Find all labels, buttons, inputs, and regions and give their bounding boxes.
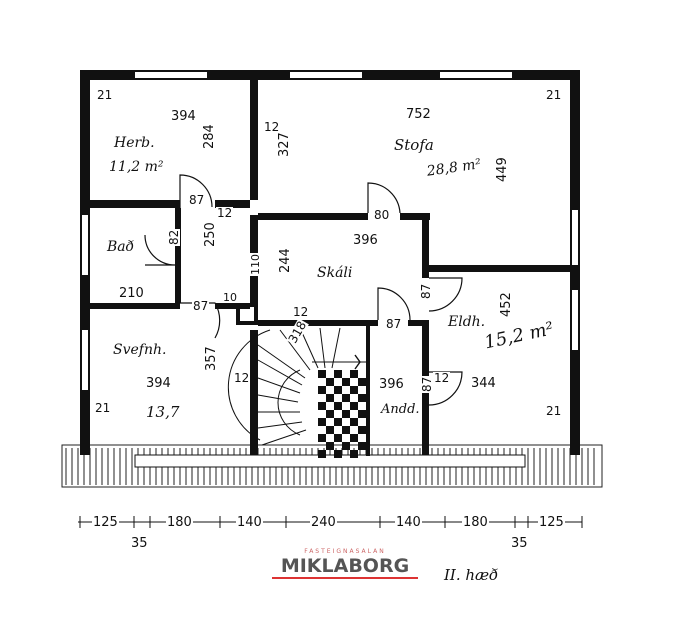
bottom-dim-240: 240 [310, 515, 337, 530]
door-label-87-a: 87 [188, 193, 206, 207]
door-label-87-b: 87 [192, 299, 210, 313]
dim-svefnh-height: 357 [204, 345, 219, 372]
corner-label-br: 21 [545, 404, 563, 418]
room-name-herb: Herb. [114, 135, 155, 151]
bottom-dim-180-left: 180 [166, 515, 193, 530]
dim-stofa-height: 449 [495, 156, 510, 183]
door-swings [144, 174, 463, 406]
wall-label-12-e: 12 [433, 371, 451, 385]
dim-stofa-width: 752 [405, 107, 432, 122]
dim-skali-width: 396 [352, 233, 379, 248]
wall-label-12-c: 12 [292, 305, 310, 319]
dim-bad-width: 210 [118, 286, 145, 301]
outer-walls [80, 70, 580, 455]
room-area-herb: 11,2 m² [109, 159, 164, 175]
wall-label-12-a: 12 [263, 120, 281, 134]
door-label-110: 110 [249, 253, 262, 276]
dim-andd-width: 396 [378, 377, 405, 392]
dim-eldh-height: 452 [499, 291, 514, 318]
dim-bad-door: 82 [167, 228, 181, 246]
door-label-80: 80 [373, 208, 391, 222]
checkered-floor [318, 370, 366, 458]
corner-label-tl: 21 [96, 88, 114, 102]
bottom-dim-140-right: 140 [395, 515, 422, 530]
room-name-svefnh: Svefnh. [113, 342, 167, 358]
bottom-dim-35-right: 35 [510, 536, 529, 551]
watermark-brand: MIKLABORG [272, 555, 418, 579]
door-label-87-e: 87 [420, 375, 434, 393]
dim-eldh-width: 344 [470, 376, 497, 391]
room-name-stofa: Stofa [394, 136, 434, 154]
door-label-10: 10 [222, 291, 238, 304]
dim-skali-height: 244 [278, 247, 293, 274]
balcony-hatching [61, 444, 603, 488]
room-name-eldh: Eldh. [448, 314, 486, 330]
dim-stofa-depth: 327 [277, 131, 292, 158]
dim-herb-width: 394 [170, 109, 197, 124]
wall-label-12-d: 12 [233, 371, 251, 385]
bottom-dim-125-left: 125 [92, 515, 119, 530]
floor-label: II. hæð [444, 566, 499, 584]
dim-herb-height: 284 [202, 123, 217, 150]
corner-label-tr: 21 [545, 88, 563, 102]
room-name-skali: Skáli [317, 265, 353, 281]
room-name-andd: Andd. [381, 402, 420, 417]
corner-label-bl: 21 [94, 401, 112, 415]
wall-label-12-b: 12 [216, 206, 234, 220]
door-label-87-c: 87 [385, 317, 403, 331]
bottom-dim-180-right: 180 [462, 515, 489, 530]
door-label-87-d: 87 [419, 282, 433, 300]
room-name-bad: Bað [107, 239, 135, 255]
watermark: FASTEIGNASALAN MIKLABORG [272, 548, 418, 579]
bottom-dim-35-left: 35 [130, 536, 149, 551]
dim-bad-height: 250 [203, 221, 218, 248]
room-area-svefnh: 13,7 [146, 403, 180, 421]
watermark-subtitle: FASTEIGNASALAN [304, 548, 386, 555]
dim-svefnh-width: 394 [145, 376, 172, 391]
bottom-dim-125-right: 125 [538, 515, 565, 530]
bottom-dim-140-left: 140 [236, 515, 263, 530]
